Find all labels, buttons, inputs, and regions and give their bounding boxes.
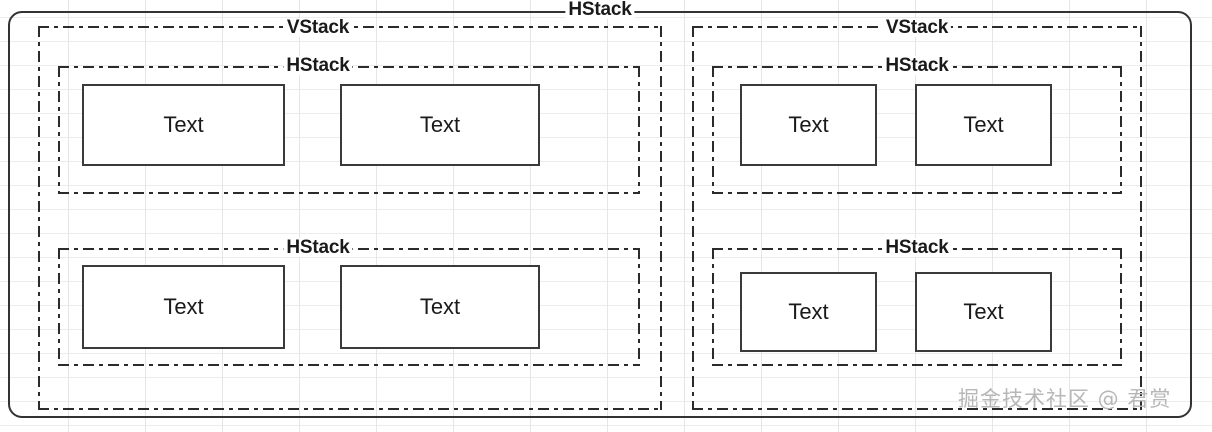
text-box: Text xyxy=(915,272,1052,352)
text-box: Text xyxy=(740,272,877,352)
text-box: Text xyxy=(915,84,1052,166)
text-box-label: Text xyxy=(419,294,461,319)
hstack-left-bottom-label: HStack xyxy=(283,238,353,257)
text-box-label: Text xyxy=(163,112,204,137)
text-box-label: Text xyxy=(963,112,1004,137)
text-box: Text xyxy=(340,265,540,349)
text-box-label: Text xyxy=(788,299,829,324)
hstack-right-top-label: HStack xyxy=(882,56,952,75)
vstack-right-label: VStack xyxy=(882,18,952,37)
text-box: Text xyxy=(340,84,540,166)
text-box: Text xyxy=(82,84,285,166)
vstack-left-label: VStack xyxy=(283,18,353,37)
text-box-label: Text xyxy=(419,112,461,137)
hstack-left-top-label: HStack xyxy=(283,56,353,75)
text-box: Text xyxy=(740,84,877,166)
hstack-right-bottom-label: HStack xyxy=(882,238,952,257)
outer-hstack-label: HStack xyxy=(565,0,635,19)
text-box-label: Text xyxy=(163,294,204,319)
text-box: Text xyxy=(82,265,285,349)
watermark: 掘金技术社区 @ 君赏 xyxy=(958,387,1172,411)
text-box-label: Text xyxy=(788,112,829,137)
text-box-label: Text xyxy=(963,299,1004,324)
